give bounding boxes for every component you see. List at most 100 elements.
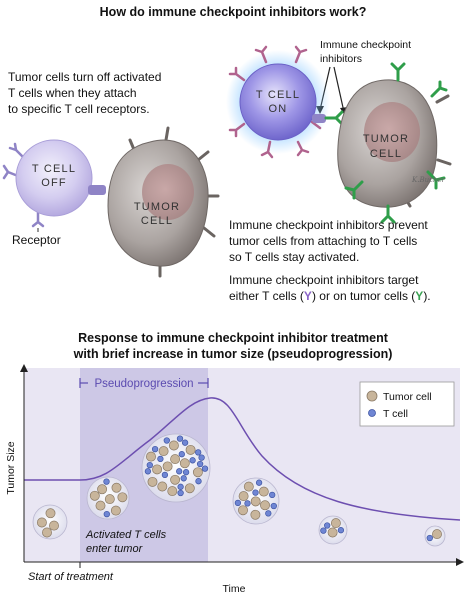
inhibitors-label-line-1: Immune checkpoint [320,39,411,51]
right-text-line-3: so T cells stay activated. [229,250,359,264]
tcell-off-illustration: T CELL OFF [2,139,106,228]
tcell-dot [181,439,189,446]
tumor-cell-dot [327,527,338,538]
tumor-cell-dot [432,529,442,540]
artist-signature: K.Bucher [411,176,446,184]
tumor-mass-peak [141,433,211,503]
tumor-cell-dot [110,505,121,516]
inhibitors-label-line-2: inhibitors [320,53,362,65]
inhibitors-on-tumor [344,62,448,224]
tcell-dot [144,468,152,475]
right-text-line-2: tumor cells from attaching to T cells [229,234,417,248]
y-axis-label: Tumor Size [5,441,17,494]
tumor-cell-dot [104,494,115,505]
tumor-cell-left-illustration: TUMOR CELL [107,126,220,278]
tumor-cell-dot [146,451,156,462]
tumor-cell-dot [162,461,173,472]
tumor-mass-boundary [32,504,68,540]
tumor-cell-dot [45,508,56,519]
tumor-mass-activated [86,476,130,520]
tumor-cell-dot [170,454,181,465]
legend: Tumor cell T cell [359,381,455,427]
tumor-cell-dot [117,492,128,503]
tumor-mass-initial [32,504,68,540]
tcell-on-illustration: T CELL ON [226,45,344,159]
tcell-dot [244,500,251,507]
receptor-label: Receptor [12,233,61,247]
pseudoprogression-bracket: Pseudoprogression [79,378,209,390]
activated-label-line-1: Activated T cells [85,529,167,541]
bottom-title-line-2: with brief increase in tumor size (pseud… [73,347,393,361]
tcell-dot [320,527,327,534]
tcell-dot [201,465,209,472]
left-description: Tumor cells turn off activated T cells w… [8,70,161,116]
legend-tcell-icon [368,409,376,417]
tumor-cell-dot [238,505,248,516]
inhibitors-arrow-2 [333,66,345,113]
legend-tumor-cell-icon [366,390,378,402]
tumor-cell-dot [179,458,190,469]
tumor-mass-tiny [424,525,446,547]
tumor-cell-dot [185,444,196,455]
tcell-dot [255,479,263,486]
tumor-mass-small [318,515,348,545]
tumor-size-curve [24,397,461,521]
tumor-cell-dot [147,476,158,487]
right-text-line-1: Immune checkpoint inhibitors prevent [229,218,428,232]
right-description: Immune checkpoint inhibitors prevent tum… [229,218,431,303]
tcell-off-body [15,139,93,217]
tcell-dot [146,461,153,469]
tumor-cell-dot [250,496,261,507]
tcell-on-receptors [228,45,322,159]
tcell-dot [252,489,259,496]
tcell-dot [198,454,205,461]
legend-tcell-label: T cell [383,408,408,420]
tumor-cell-dot [167,486,178,497]
tcell-dot [176,468,183,475]
tumor-cell-dot [158,446,169,457]
tcell-on-label-line-1: T CELL [256,89,300,101]
tumor-cell-dot [250,509,261,520]
tcell-on-body [239,63,317,141]
tcell-dot [157,455,164,463]
tcell-dot [177,489,184,497]
tcell-dot [103,478,110,485]
tumor-cell-right-label-line-1: TUMOR [363,133,409,145]
tcell-dot [265,510,272,517]
tumor-cell-dot [192,467,203,478]
tumor-cell-dot [97,484,108,495]
tcell-dot [176,435,184,442]
tumor-cell-dot [49,520,59,531]
tumor-cell-dot [42,527,52,538]
tumor-cell-dot [184,483,195,494]
tumor-cell-right-illustration: TUMOR CELL K.Bucher [337,62,452,224]
tcell-dot [163,437,170,444]
tcell-off-label-line-2: OFF [41,177,67,189]
activated-label-line-2: enter tumor [86,543,144,555]
tumor-cell-dot [243,481,254,492]
y-axis-arrow [20,364,28,372]
tcell-dot [189,457,196,464]
tcell-dot [161,471,169,479]
start-of-treatment-label: Start of treatment [28,571,114,583]
tcell-on-receptor [312,114,326,123]
left-text-line-1: Tumor cells turn off activated [8,70,161,84]
tcell-dot [195,478,202,485]
tumor-cell-dot [170,474,181,485]
tumor-cell-right-nucleus [364,102,420,162]
left-text-line-2: T cells when they attach [8,86,137,100]
tumor-cell-left-label-line-1: TUMOR [134,201,180,213]
tcell-off-receptor-binding [88,185,106,195]
tcell-dot [196,460,204,468]
tumor-cell-left-nucleus [142,164,194,220]
legend-box [359,381,455,427]
tumor-cell-dot [258,486,269,497]
x-axis-arrow [456,558,464,566]
tcell-dot [337,527,345,534]
tcell-dot [151,445,159,453]
tumor-cell-dot [238,491,249,502]
tumor-cell-dot [260,500,270,511]
tcell-off-label-line-1: T CELL [32,163,76,175]
tcell-dot [177,483,184,490]
